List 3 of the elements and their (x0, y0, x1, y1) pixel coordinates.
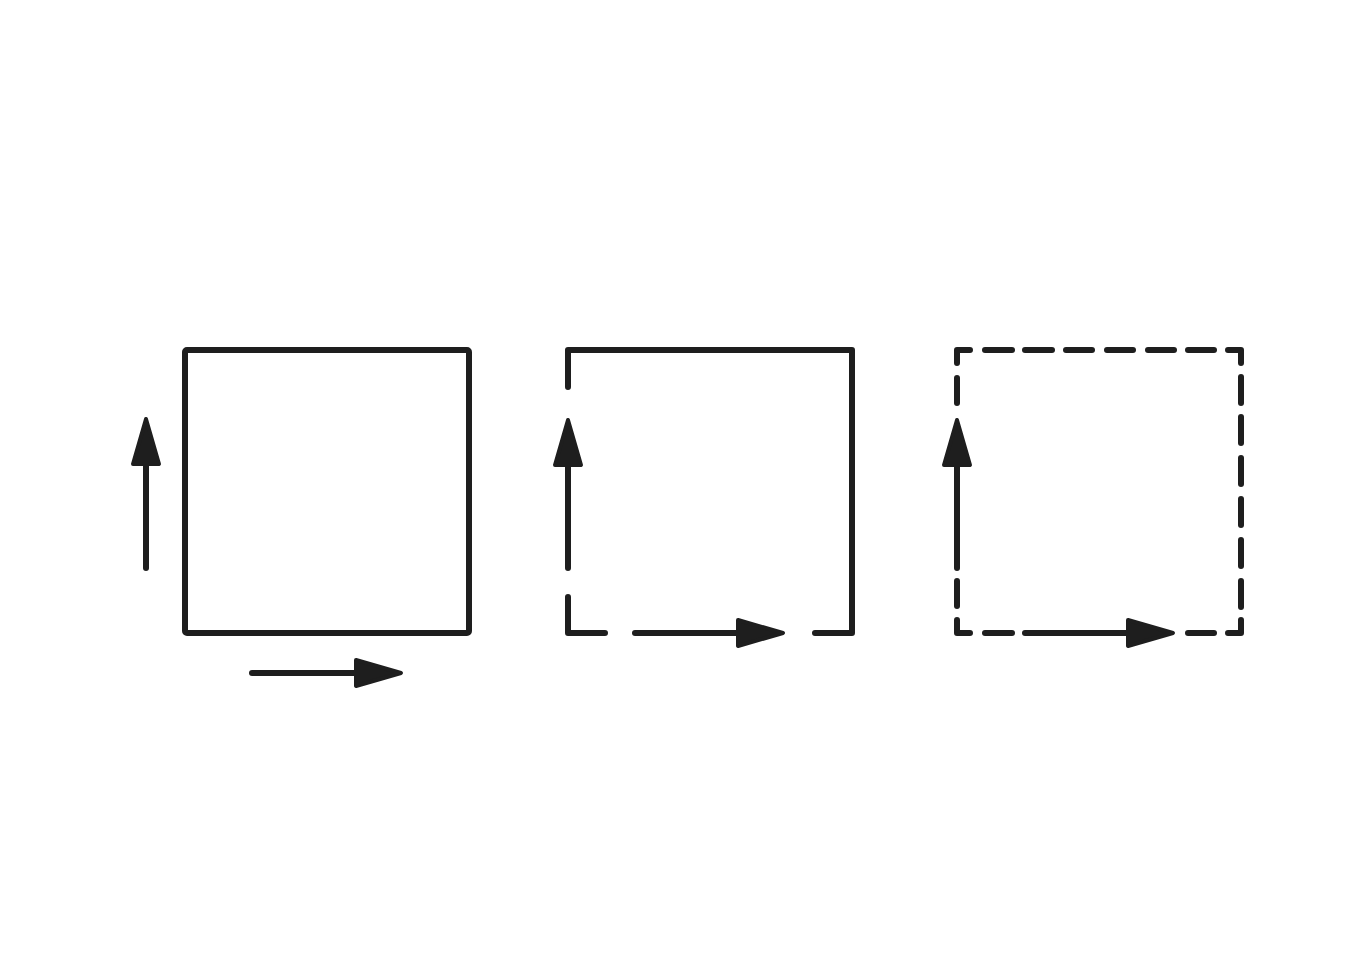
dashed-square-outline (954, 347, 1244, 636)
square-outline (565, 347, 855, 636)
square-outline (182, 347, 472, 636)
